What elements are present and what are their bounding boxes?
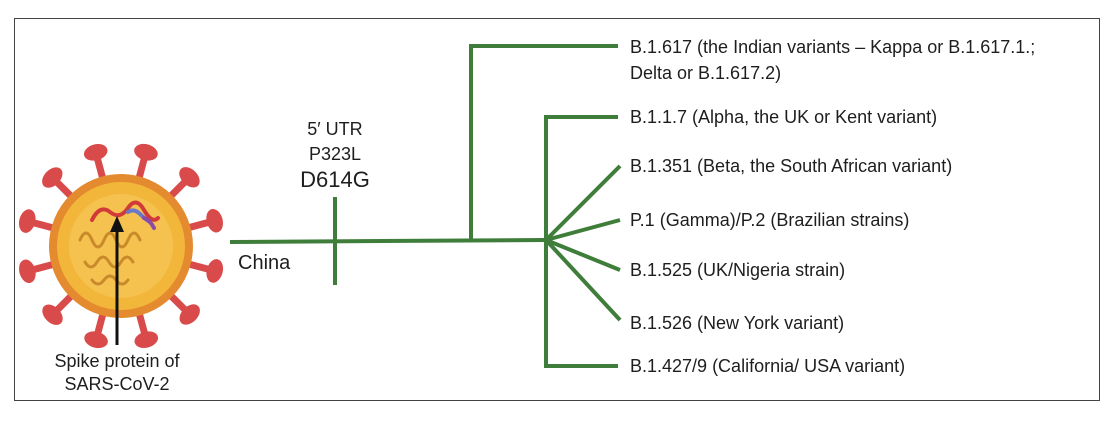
- virus-caption-line1: Spike protein of: [54, 351, 180, 371]
- spike-head-icon: [19, 259, 36, 284]
- virus-rna-icon: [78, 231, 142, 286]
- spike-head-icon: [134, 143, 158, 161]
- variant-label-b1525: B.1.525 (UK/Nigeria strain): [630, 260, 846, 280]
- variant-label-b117: B.1.1.7 (Alpha, the UK or Kent variant): [630, 107, 938, 127]
- variant-label-b1617-line2: Delta or B.1.617.2): [630, 63, 782, 83]
- spike-head-icon: [42, 304, 63, 325]
- virus-rna-strand-purple-icon: [142, 216, 156, 230]
- spike-head-icon: [206, 259, 224, 283]
- branch-b1525: [545, 238, 621, 272]
- spike-head-icon: [206, 208, 223, 233]
- trunk-line: [229, 238, 547, 244]
- variant-label-p1: P.1 (Gamma)/P.2 (Brazilian strains): [630, 210, 910, 230]
- variant-label-b1617: B.1.617 (the Indian variants – Kappa or …: [630, 37, 1036, 57]
- phylogeny-branches: [229, 44, 622, 368]
- virus-rna-strand-icon: [90, 200, 160, 222]
- spike-head-icon: [84, 331, 108, 349]
- origin-label: China: [238, 252, 291, 274]
- spike-head-icon: [179, 167, 200, 188]
- mutation-p323l: P323L: [308, 144, 362, 164]
- branch-b1351: [544, 164, 622, 242]
- branch-b117-b1427: [544, 115, 618, 368]
- mutation-5utr: 5′ UTR: [307, 119, 363, 139]
- branch-b1526: [544, 238, 622, 322]
- spike-head-icon: [179, 304, 200, 325]
- diagram-frame: [14, 18, 1100, 401]
- branch-b1617: [469, 44, 618, 241]
- spike-head-icon: [134, 331, 159, 348]
- virus-arrow-head: [110, 216, 124, 232]
- variant-label-b1526: B.1.526 (New York variant): [630, 313, 845, 333]
- mutation-d614g: D614G: [300, 167, 370, 192]
- branch-p1: [545, 218, 621, 242]
- variant-label-b1427: B.1.427/9 (California/ USA variant): [630, 356, 906, 376]
- spike-head-icon: [42, 167, 63, 188]
- variant-label-b1351: B.1.351 (Beta, the South African variant…: [630, 156, 953, 176]
- spike-head-icon: [83, 144, 108, 161]
- virus-illustration: [18, 143, 224, 349]
- virus-caption-line2: SARS-CoV-2: [64, 374, 170, 394]
- spike-head-icon: [18, 209, 36, 233]
